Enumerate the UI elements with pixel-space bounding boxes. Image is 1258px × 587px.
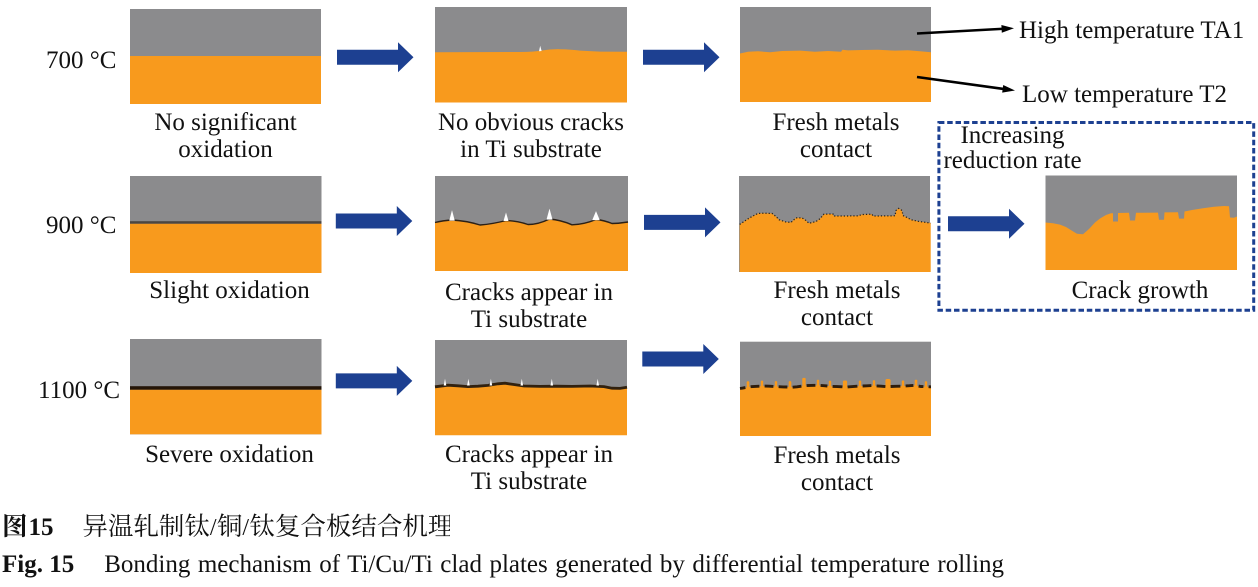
svg-text:/: / bbox=[242, 515, 249, 541]
svg-text:15: 15 bbox=[29, 514, 54, 541]
svg-text:/: / bbox=[210, 515, 217, 541]
